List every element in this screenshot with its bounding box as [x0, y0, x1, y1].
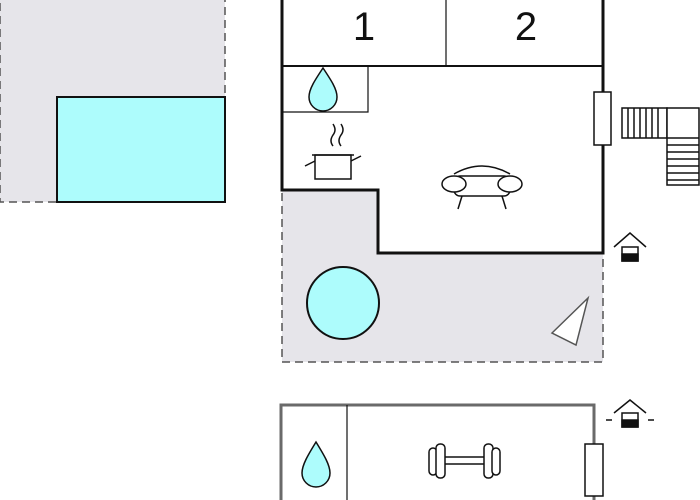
door-icon — [584, 443, 604, 497]
round-pool-icon — [306, 266, 380, 340]
house-floor-icon — [613, 232, 647, 262]
house-floor-icon — [606, 399, 654, 428]
bedroom-1-label: 1 — [353, 5, 375, 49]
bedroom-2-label: 2 — [515, 5, 537, 49]
house-outer-walls — [280, 0, 605, 255]
water-drop-icon — [301, 440, 331, 488]
rectangular-pool — [56, 96, 226, 203]
parasol-icon — [550, 295, 590, 347]
dumbbell-icon — [428, 443, 501, 479]
sofa-icon — [441, 165, 523, 210]
door-icon — [593, 91, 612, 146]
cooking-pot-icon — [304, 123, 362, 180]
stairs-icon — [621, 107, 700, 186]
bathroom-walls — [282, 66, 369, 113]
water-drop-icon — [308, 66, 338, 112]
